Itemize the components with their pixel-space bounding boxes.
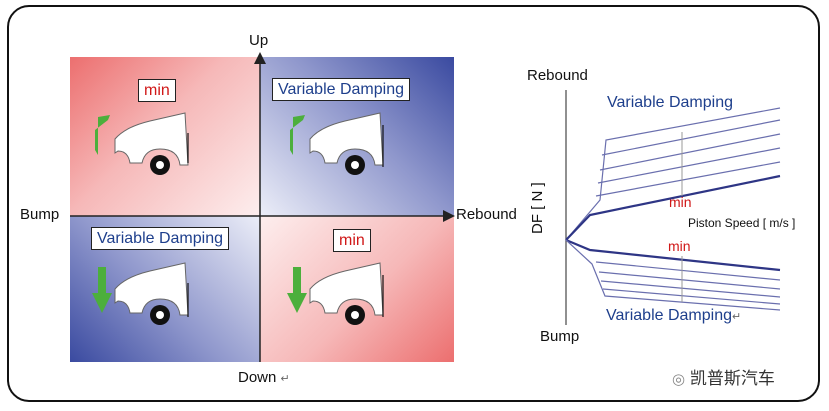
quadrant-bottom-left-label: Variable Damping	[91, 227, 229, 250]
car-up-icon	[95, 112, 189, 175]
quadrant-bottom-right-label: min	[333, 229, 371, 252]
car-up-variable-icon	[290, 112, 384, 175]
chart-upper-variable-label: Variable Damping	[607, 94, 733, 111]
axis-up-label: Up	[249, 32, 269, 49]
chart-upper-min-label: min	[669, 194, 692, 210]
quadrant-top-left-label: min	[138, 79, 176, 102]
axis-bump-label: Bump	[20, 206, 60, 223]
outer-frame	[7, 5, 820, 402]
watermark: ◎ 凯普斯汽车	[672, 369, 775, 388]
chart-rebound-label: Rebound	[527, 67, 588, 84]
car-down-icon	[287, 262, 384, 325]
chart-y-axis-label: DF [ N ]	[529, 182, 546, 234]
axis-down-label: Down ↵	[238, 369, 290, 386]
wechat-icon: ◎	[672, 371, 686, 388]
chart-lower-min-label: min	[668, 238, 691, 254]
chart-x-axis-label: Piston Speed [ m/s ]	[688, 216, 796, 230]
quadrant-top-right-label: Variable Damping	[272, 78, 410, 101]
chart-bump-label: Bump	[540, 328, 580, 345]
car-down-variable-icon	[92, 262, 189, 325]
chart-lower-variable-label: Variable Damping↵	[606, 307, 742, 324]
axis-rebound-label: Rebound	[456, 206, 517, 223]
